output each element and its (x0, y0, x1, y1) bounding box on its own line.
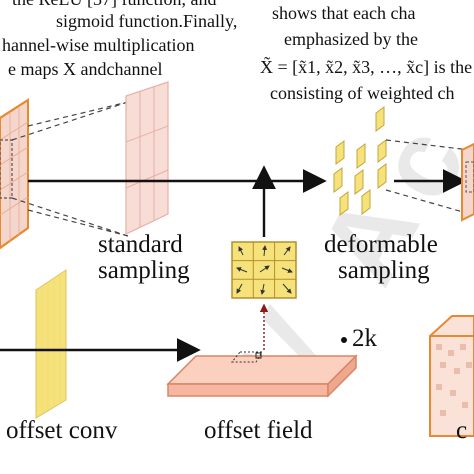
projection-lines-deformable (385, 139, 471, 215)
projection-lines-standard (11, 101, 129, 237)
paragraph-right-line-4: consisting of weighted ch (270, 83, 455, 103)
output-feature-cube (461, 142, 474, 222)
standard-sampling-grid (125, 81, 169, 235)
label-channels-2k: 2k (352, 325, 377, 352)
label-deformable: deformable (324, 231, 438, 258)
channel-marker (341, 337, 347, 343)
label-standard: standard (98, 231, 183, 258)
label-offset-conv: offset conv (6, 417, 118, 444)
paragraph-left-line-2: sigmoid function.Finally, (56, 11, 238, 31)
deformable-sampling-points (333, 106, 387, 216)
paragraph-right-line-3: X̃ = [x̃1, x̃2, x̃3, …, x̃c] is the (260, 57, 473, 77)
paragraph-left-line-4: e maps X andchannel (8, 59, 163, 79)
offset-conv-filter (35, 269, 67, 419)
input-feature-cube (0, 98, 29, 250)
paragraph-left-line-1: the ReLU [37] function, and (12, 0, 216, 10)
paragraph-right-line-1: shows that each cha (272, 3, 416, 23)
offset-3x3-grid (231, 241, 297, 299)
bottom-right-cube (429, 315, 474, 437)
label-standard-sampling: sampling (98, 257, 190, 284)
paragraph-left-line-3: hannel-wise multiplication (2, 35, 195, 55)
paragraph-right-line-2: emphasized by the (284, 29, 418, 49)
label-deformable-sampling: sampling (338, 257, 430, 284)
offset-field-slab (166, 351, 358, 398)
label-offset-field: offset field (204, 417, 313, 444)
label-cut-right: c (456, 417, 468, 444)
